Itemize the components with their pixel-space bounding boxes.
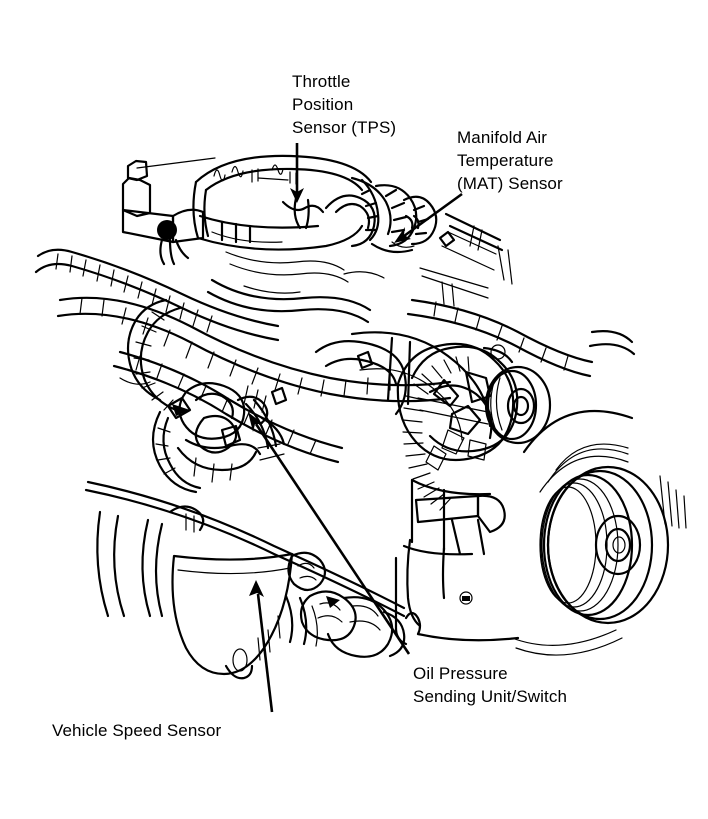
oil-pressure-switch	[299, 590, 406, 658]
right-tube-assembly	[419, 212, 513, 307]
leader-oil	[254, 423, 411, 655]
crankshaft-pulley	[511, 410, 687, 656]
mat-sensor-body	[324, 176, 438, 254]
alternator	[396, 342, 552, 511]
leader-vss	[256, 593, 274, 713]
throttle-body	[121, 154, 380, 266]
leader-lines	[248, 143, 463, 713]
callout-vehicle-speed-sensor: Vehicle Speed Sensor	[52, 721, 222, 740]
bell-housing	[84, 480, 406, 680]
vacuum-hoses	[34, 248, 452, 464]
callout-oil-pressure-sending-unit: Oil Pressure Sending Unit/Switch	[413, 664, 568, 706]
callout-manifold-air-temperature-sensor: Manifold Air Temperature (MAT) Sensor	[457, 128, 563, 193]
arrowhead-mat	[394, 227, 411, 243]
arrowhead-oil	[248, 412, 263, 432]
leader-mat	[403, 192, 463, 238]
arrowhead-vss	[249, 580, 264, 597]
callout-throttle-position-sensor: Throttle Position Sensor (TPS)	[292, 72, 397, 137]
alternator-bracket	[394, 478, 520, 646]
accessory-pump	[151, 381, 286, 494]
arrowhead-tps	[290, 188, 304, 203]
upper-right-hose	[406, 298, 636, 378]
harness-clip-detail	[119, 251, 385, 406]
